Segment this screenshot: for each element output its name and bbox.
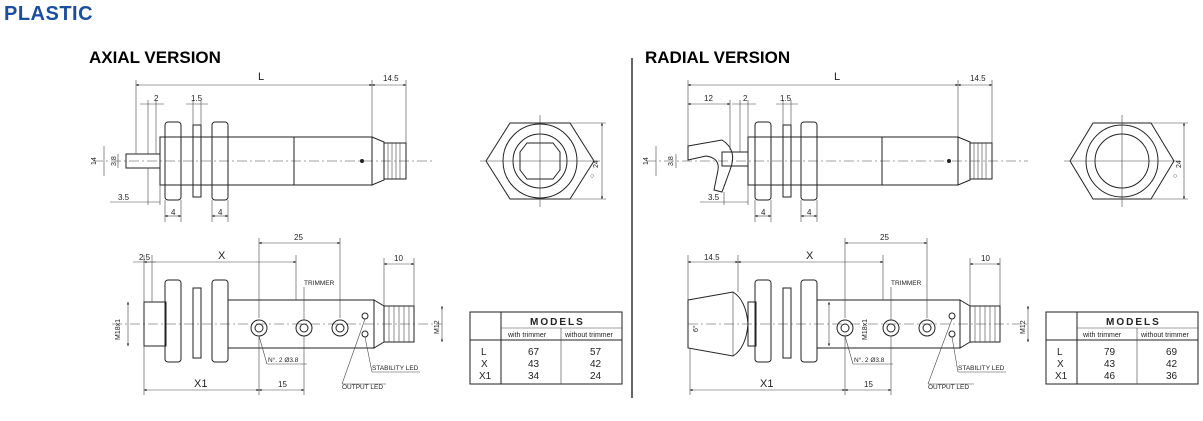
radial-dim-24: 24 [1176, 160, 1183, 168]
axial-dim-L: L [258, 71, 264, 83]
radial-dim-M18: M18x1 [862, 319, 869, 340]
axial-models-col-with: with trimmer [507, 332, 547, 339]
axial-dim-X: X [218, 250, 226, 262]
radial-heading: RADIAL VERSION [645, 48, 790, 67]
radial-models-col-with: with trimmer [1082, 332, 1122, 339]
axial-models-col-without: without trimmer [564, 332, 614, 339]
axial-models-cell: 42 [590, 359, 602, 370]
axial-models-row-label: X [481, 359, 488, 370]
axial-heading: AXIAL VERSION [89, 48, 221, 67]
radial-label-trimmer: TRIMMER [891, 280, 922, 287]
radial-dim-3-8: 3.8 [668, 156, 675, 166]
radial-models-cell: 79 [1104, 347, 1116, 358]
axial-label-holes: N°. 2 Ø3.8 [268, 356, 299, 364]
radial-dim-4b: 4 [807, 208, 812, 217]
radial-dim-X: X [806, 250, 814, 262]
axial-dim-X1: X1 [194, 378, 207, 390]
radial-dim-14-5: 14.5 [970, 74, 986, 83]
radial-models-title: MODELS [1106, 317, 1161, 328]
axial-section: AXIAL VERSION L [89, 48, 623, 395]
axial-dim-2: 2 [154, 94, 159, 103]
radial-section: RADIAL VERSION L [643, 48, 1199, 395]
axial-dim-M12: M12 [434, 320, 441, 334]
radial-dim-6deg: 6° [692, 325, 700, 332]
axial-dim-3-8: 3.8 [111, 156, 118, 166]
axial-dim-10: 10 [394, 254, 403, 263]
radial-dim-12: 12 [704, 94, 713, 103]
axial-models-cell: 24 [590, 371, 602, 382]
axial-top-view: X 2.5 25 10 M18x1 M12 X1 [112, 233, 444, 395]
page-title: PLASTIC [4, 3, 94, 25]
radial-models-cell: 42 [1166, 359, 1178, 370]
axial-dim-25: 25 [294, 233, 303, 242]
axial-dim-M18: M18x1 [115, 319, 122, 340]
axial-label-trimmer: TRIMMER [304, 280, 335, 287]
axial-dim-24: 24 [593, 160, 600, 168]
axial-models-row-label: L [481, 347, 487, 358]
radial-models-col-without: without trimmer [1140, 332, 1190, 339]
axial-dim-1-5: 1.5 [191, 94, 203, 103]
radial-models-cell: 69 [1166, 347, 1178, 358]
svg-text:○: ○ [590, 173, 594, 180]
radial-label-holes: N°. 2 Ø3.8 [854, 356, 885, 364]
radial-side-view: L 14.5 12 2 1.5 14 3.8 [643, 71, 1028, 222]
axial-dim-3-5: 3.5 [118, 193, 130, 202]
radial-models-table: MODELS with trimmer without trimmer L 79… [1045, 311, 1199, 385]
radial-top-view: 14.5 X 25 10 6° M18x1 M12 [687, 233, 1030, 395]
radial-dim-10: 10 [981, 254, 990, 263]
axial-dim-4a: 4 [171, 208, 176, 217]
radial-models-cell: 46 [1104, 371, 1116, 382]
axial-label-stability-led: STABILITY LED [372, 365, 419, 372]
axial-models-cell: 43 [528, 359, 540, 370]
radial-dim-X1: X1 [760, 378, 773, 390]
axial-side-view: L 14.5 2 1.5 14 3.8 3.5 [91, 71, 432, 222]
radial-dim-L: L [834, 71, 840, 83]
radial-models-cell: 36 [1166, 371, 1178, 382]
axial-dim-15: 15 [278, 380, 287, 389]
radial-models-row-label: X1 [1055, 371, 1068, 382]
radial-models-row-label: X [1057, 359, 1064, 370]
svg-text:○: ○ [1173, 173, 1177, 180]
radial-dim-3-5: 3.5 [708, 193, 720, 202]
axial-models-table: MODELS with trimmer without trimmer L 67… [469, 311, 623, 385]
axial-end-view: 24 ○ [480, 115, 606, 207]
axial-dim-4b: 4 [218, 208, 223, 217]
radial-dim-4a: 4 [761, 208, 766, 217]
axial-models-title: MODELS [530, 317, 585, 328]
radial-dim-14: 14 [643, 157, 650, 165]
radial-dim-2: 2 [743, 94, 748, 103]
radial-label-output-led: OUTPUT LED [928, 384, 969, 391]
radial-dim-15: 15 [864, 380, 873, 389]
axial-dim-2-5: 2.5 [139, 253, 151, 262]
axial-models-cell: 34 [528, 371, 540, 382]
radial-dim-M12: M12 [1020, 320, 1027, 334]
radial-models-row-label: L [1057, 347, 1063, 358]
radial-label-stability-led: STABILITY LED [958, 365, 1005, 372]
axial-dim-14: 14 [91, 157, 98, 165]
radial-dim-14-5-bottom: 14.5 [704, 253, 720, 262]
radial-models-cell: 43 [1104, 359, 1116, 370]
axial-models-cell: 57 [590, 347, 602, 358]
radial-dim-25: 25 [880, 233, 889, 242]
radial-end-view: 24 ○ [1064, 115, 1188, 207]
axial-dim-14-5: 14.5 [383, 74, 399, 83]
radial-dim-1-5: 1.5 [780, 94, 792, 103]
axial-models-cell: 67 [528, 347, 540, 358]
axial-label-output-led: OUTPUT LED [342, 384, 383, 391]
axial-models-row-label: X1 [479, 371, 492, 382]
